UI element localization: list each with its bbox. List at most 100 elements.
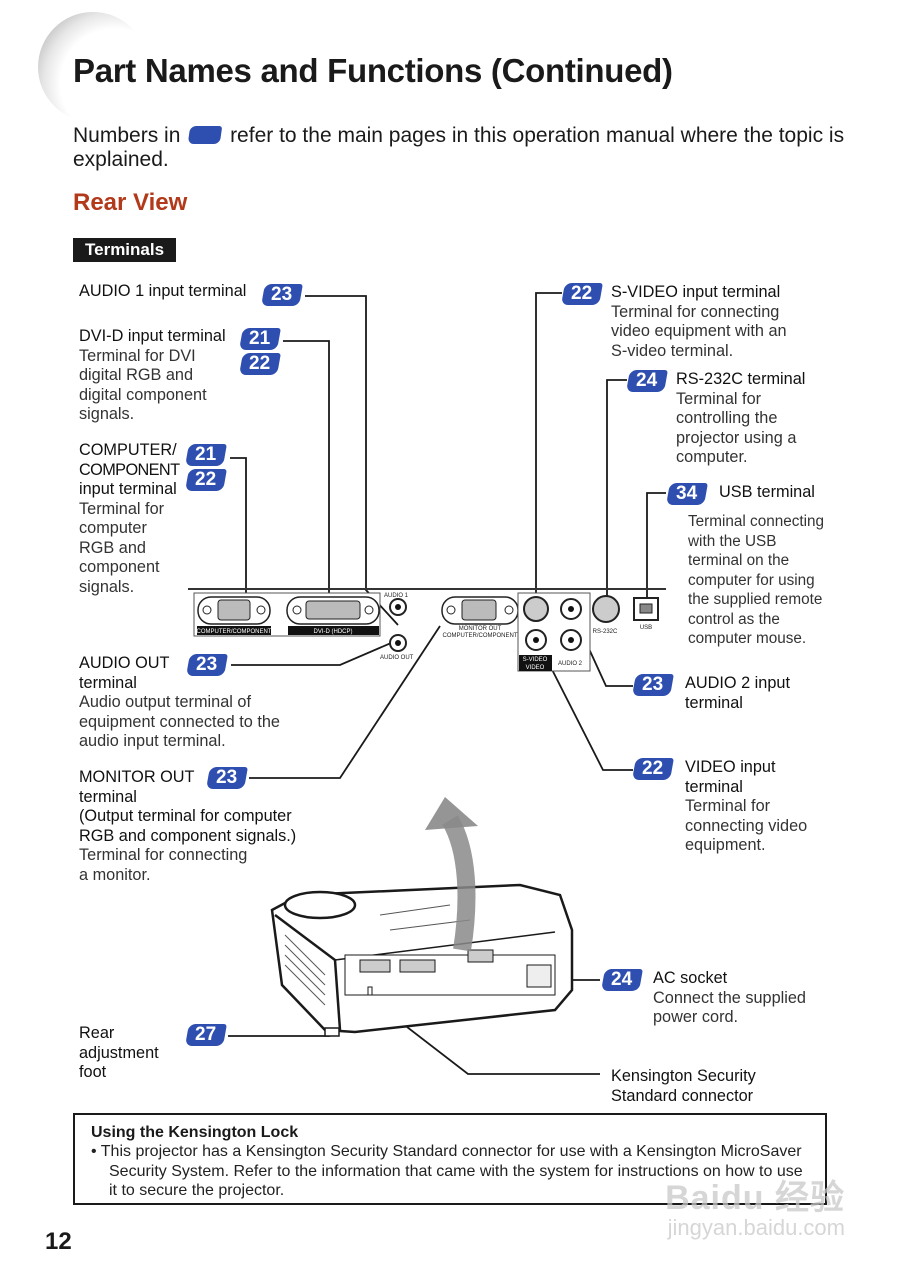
label-audio1-title: AUDIO 1 input terminal (79, 282, 247, 300)
label-svideo-desc-2: S-video terminal. (611, 341, 734, 360)
page-badge-audio1[interactable]: 23 (261, 284, 303, 306)
panel-label-rs232c: RS-232C (593, 629, 618, 635)
page-badge-dvi-1[interactable]: 21 (239, 328, 281, 350)
label-rs232c-desc-0: Terminal for (676, 389, 762, 408)
label-kensington-title-1: Standard connector (611, 1086, 754, 1105)
page-badge-audio2[interactable]: 23 (632, 674, 674, 696)
page-badge-audio-out[interactable]: 23 (186, 654, 228, 676)
label-video-desc-2: equipment. (685, 836, 766, 854)
panel-label-monitor-out: MONITOR OUT (459, 626, 502, 632)
panel-label-audio1: AUDIO 1 (384, 593, 409, 599)
panel-label-computer: COMPUTER/COMPONENT (197, 629, 272, 635)
page-badge-dvi-2[interactable]: 22 (239, 353, 281, 375)
label-ac-desc-1: power cord. (653, 1008, 739, 1026)
label-rs232c-desc-2: projector using a (676, 428, 797, 447)
label-usb-desc-0: Terminal connecting (688, 513, 825, 530)
label-computer-title-1: COMPONENT (79, 460, 180, 479)
rear-panel: COMPUTER/COMPONENT DVI-D (HDCP) AUDIO 1 … (188, 588, 666, 672)
label-audio-out-desc-0: Audio output terminal of (79, 693, 251, 711)
label-rs232c-title: RS-232C terminal (676, 370, 806, 388)
label-foot: Rear adjustment foot (79, 1024, 159, 1083)
panel-label-audio2: AUDIO 2 (558, 661, 583, 667)
label-video-title-1: terminal (685, 777, 743, 796)
label-monitor-out: MONITOR OUT terminal (Output terminal fo… (79, 768, 296, 885)
label-usb-desc-4: the supplied remote (688, 591, 823, 608)
page-badge-ac[interactable]: 24 (601, 969, 643, 991)
panel-label-audio-out: AUDIO OUT (380, 655, 414, 661)
page-badge-usb[interactable]: 34 (666, 483, 708, 505)
label-monitor-out-title-1: terminal (79, 787, 137, 806)
intro-text-after: refer to the main pages in this operatio… (73, 124, 845, 171)
page-badge-monitor-out[interactable]: 23 (206, 767, 248, 789)
page-badge-foot[interactable]: 27 (185, 1024, 227, 1046)
label-usb-desc-2: terminal on the (688, 552, 790, 569)
label-usb-desc: Terminal connecting with the USB termina… (688, 512, 824, 649)
panel-label-monitor-out-2: COMPUTER/COMPONENT (443, 633, 518, 639)
watermark-url: jingyan.baidu.com (667, 1215, 845, 1240)
note-body-text: This projector has a Kensington Security… (100, 1143, 803, 1199)
label-kensington-title-0: Kensington Security (611, 1067, 756, 1085)
label-computer-title-2: input terminal (79, 480, 177, 498)
label-video-title-0: VIDEO input (685, 758, 776, 776)
label-computer-desc-4: signals. (79, 577, 135, 596)
label-svideo-title: S-VIDEO input terminal (611, 283, 781, 301)
label-dvi-desc-0: Terminal for DVI (79, 346, 196, 365)
label-computer-desc-3: component (79, 558, 160, 576)
label-rs232c-desc-1: controlling the (676, 409, 778, 427)
label-dvi-title: DVI-D input terminal (79, 327, 226, 345)
label-audio-out-title-1: terminal (79, 673, 137, 692)
label-kensington: Kensington Security Standard connector (611, 1067, 756, 1106)
label-svideo: S-VIDEO input terminal Terminal for conn… (611, 283, 787, 361)
note-body: • This projector has a Kensington Securi… (91, 1143, 803, 1199)
label-computer-desc-0: Terminal for (79, 499, 165, 518)
decorative-circle (38, 12, 148, 122)
label-ac: AC socket Connect the supplied power cor… (653, 969, 806, 1028)
label-monitor-out-title-2: (Output terminal for computer (79, 807, 292, 825)
label-audio2: AUDIO 2 input terminal (685, 674, 790, 713)
label-audio-out-desc-1: equipment connected to the (79, 712, 280, 731)
intro-text-before: Numbers in (73, 124, 181, 147)
label-ac-title: AC socket (653, 969, 728, 987)
label-foot-title-2: foot (79, 1063, 107, 1081)
label-monitor-out-desc-0: Terminal for connecting (79, 846, 248, 864)
page-badge-video[interactable]: 22 (632, 758, 674, 780)
label-usb-desc-1: with the USB (688, 532, 777, 550)
rotate-arrow-icon (425, 797, 478, 952)
section-title: Rear View (73, 189, 188, 216)
label-monitor-out-title-0: MONITOR OUT (79, 768, 195, 786)
label-rs232c-desc-3: computer. (676, 448, 748, 466)
panel-label-dvi: DVI-D (HDCP) (314, 629, 353, 635)
intro-text: Numbers in refer to the main pages in th… (73, 124, 853, 172)
label-video-desc-0: Terminal for (685, 797, 771, 815)
panel-label-svideo: S-VIDEO (523, 657, 548, 663)
page-badge-computer-2[interactable]: 22 (185, 469, 227, 491)
label-computer: COMPUTER/ COMPONENT input terminal Termi… (79, 441, 180, 597)
label-foot-title-1: adjustment (79, 1043, 159, 1062)
page-badge-svideo[interactable]: 22 (561, 283, 603, 305)
label-video-desc-1: connecting video (685, 816, 808, 835)
label-monitor-out-desc-1: a monitor. (79, 865, 151, 884)
label-computer-desc-1: computer (79, 519, 147, 537)
label-computer-title-0: COMPUTER/ (79, 441, 177, 459)
panel-label-video: VIDEO (526, 665, 545, 671)
kensington-note-box: Using the Kensington Lock • This project… (73, 1113, 827, 1205)
label-dvi: DVI-D input terminal Terminal for DVI di… (79, 327, 226, 425)
subsection-label: Terminals (73, 238, 177, 262)
projector-illustration (270, 883, 574, 1037)
label-dvi-desc-3: signals. (79, 405, 135, 423)
label-audio2-title-1: terminal (685, 693, 743, 712)
label-rs232c: RS-232C terminal Terminal for controllin… (676, 370, 805, 468)
label-ac-desc-0: Connect the supplied (653, 988, 806, 1007)
label-dvi-desc-2: digital component (79, 385, 207, 404)
label-audio-out-title-0: AUDIO OUT (79, 654, 170, 672)
page-badge-rs232c[interactable]: 24 (626, 370, 668, 392)
label-audio-out-desc-2: audio input terminal. (79, 732, 226, 750)
label-usb-desc-6: computer mouse. (688, 630, 807, 647)
page-badge-computer-1[interactable]: 21 (185, 444, 227, 466)
label-usb: USB terminal (719, 483, 815, 503)
label-computer-desc-2: RGB and (79, 538, 146, 557)
label-dvi-desc-1: digital RGB and (79, 366, 194, 384)
page-title: Part Names and Functions (Continued) (73, 52, 673, 89)
label-audio1: AUDIO 1 input terminal (79, 282, 246, 302)
